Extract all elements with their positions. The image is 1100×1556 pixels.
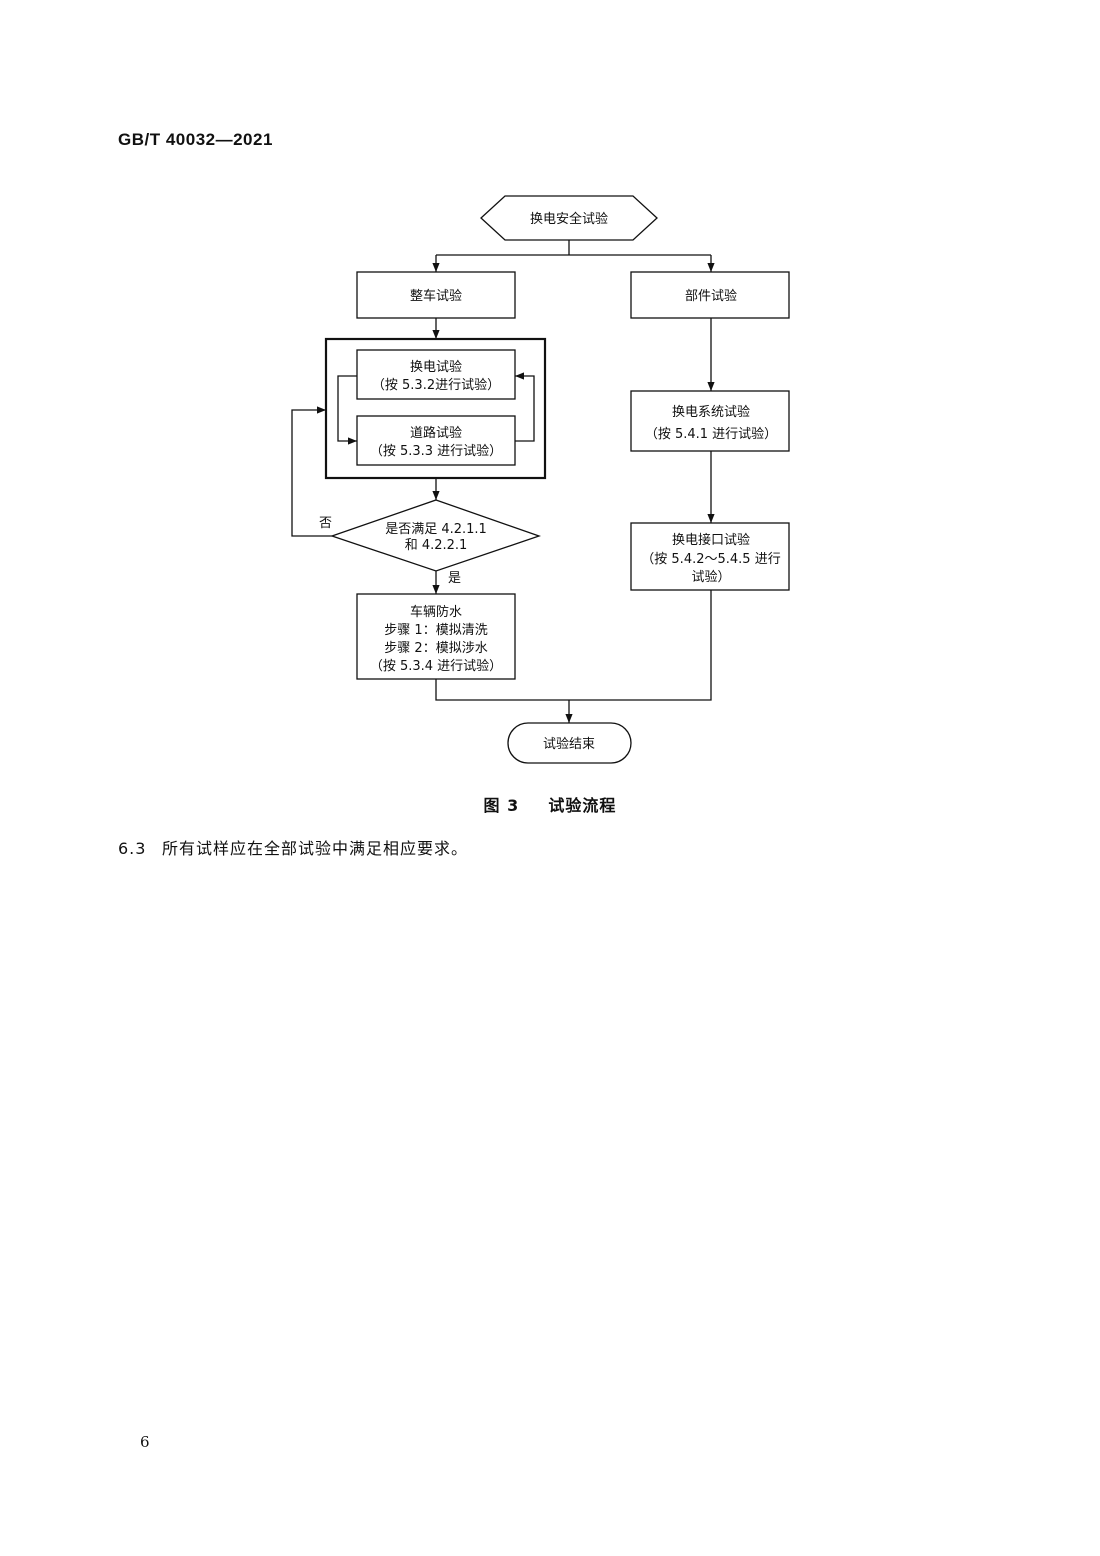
start-terminator [480,195,658,241]
swap-interface-label: 换电接口试验 [672,532,750,548]
clause-6-3: 6.3 所有试样应在全部试验中满足相应要求。 [118,835,468,859]
vehicle-test-label: 整车试验 [410,288,462,304]
waterproof-step1: 步骤 1：模拟清洗 [384,623,487,638]
component-test-label: 部件试验 [685,288,737,304]
figure-title: 试验流程 [548,796,617,815]
page-number: 6 [140,1433,150,1451]
end-terminator [507,722,632,764]
road-test-clause: （按 5.3.3 进行试验） [370,443,502,459]
road-test-label: 道路试验 [410,425,462,441]
component-test-box [630,271,790,319]
decision-label-line1: 是否满足 4.2.1.1 [385,522,487,537]
start-label: 换电安全试验 [530,211,608,227]
swap-system-clause: （按 5.4.1 进行试验） [645,426,777,442]
swap-test-label: 换电试验 [410,359,462,375]
swap-system-label: 换电系统试验 [672,404,750,420]
swap-system-test-box [630,390,790,452]
standard-code-header: GB/T 40032—2021 [118,130,273,149]
figure-caption: 图 3 试验流程 [0,792,1100,816]
decision-no-label: 否 [319,516,332,531]
figure-number: 图 3 [483,796,520,815]
clause-text: 所有试样应在全部试验中满足相应要求。 [162,839,469,858]
waterproof-label: 车辆防水 [410,604,462,620]
end-label: 试验结束 [543,736,595,752]
decision-label-line2: 和 4.2.2.1 [405,538,468,553]
waterproof-step2: 步骤 2：模拟涉水 [384,641,487,656]
swap-interface-test-box [630,522,790,591]
clause-number: 6.3 [118,839,147,858]
swap-test-clause: （按 5.3.2进行试验） [372,377,500,393]
waterproof-clause: （按 5.3.4 进行试验） [370,658,502,674]
decision-yes-label: 是 [448,571,461,586]
swap-interface-clause: （按 5.4.2～5.4.5 进行 [641,552,780,567]
test-flowchart: 换电安全试验 整车试验 部件试验 换电试验 （按 5.3.2进行试验） 道路试验… [291,195,790,764]
swap-interface-clause-end: 试验） [691,569,730,585]
